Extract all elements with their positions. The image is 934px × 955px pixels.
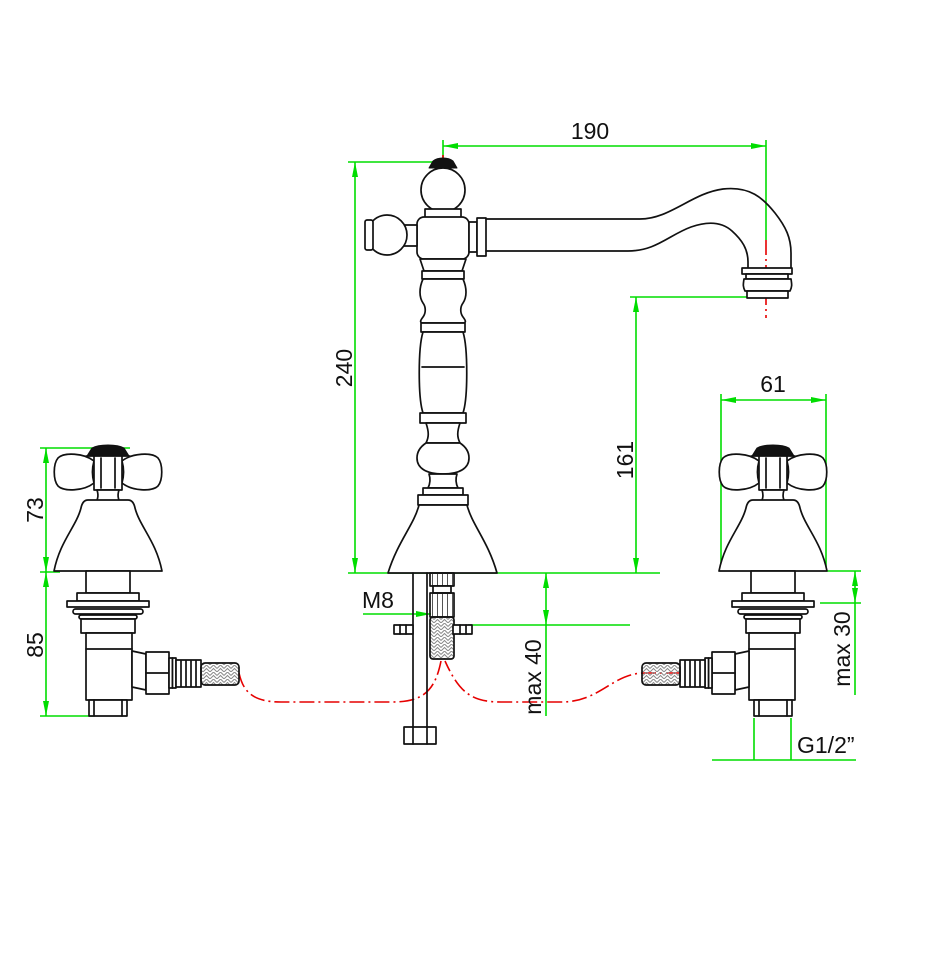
flexible-hose-right — [444, 660, 756, 703]
spout-assembly — [364, 157, 793, 745]
label-max-thickness-side: max 30 — [829, 611, 855, 686]
handle-cap — [86, 444, 130, 457]
label-stud-thread: M8 — [362, 587, 394, 613]
left-valve-assembly — [53, 444, 240, 717]
handle-bell — [53, 499, 163, 572]
label-handle-height: 73 — [22, 497, 48, 523]
label-spout-height: 240 — [331, 349, 357, 387]
handle-wing-right — [121, 453, 163, 491]
fixture-line-art — [53, 157, 828, 745]
dim-max-thickness-side — [820, 570, 861, 695]
spout-underdeck — [393, 572, 473, 745]
spout-cap — [428, 157, 458, 169]
label-inlet-thread: G1/2” — [797, 732, 855, 758]
handle-wing-left — [53, 453, 95, 491]
dimension-labels: 190 240 161 61 73 85 M8 max 40 max 30 G1… — [22, 118, 855, 758]
dim-outlet-height — [630, 296, 747, 573]
label-below-deck-height: 85 — [22, 632, 48, 658]
mounting-washer-right-tab — [452, 624, 473, 635]
label-handle-width: 61 — [760, 371, 786, 397]
braided-hose-end — [200, 662, 240, 686]
inlet-tail — [88, 699, 128, 717]
spout-base-bell — [387, 504, 498, 574]
label-spout-reach: 190 — [571, 118, 609, 144]
hose-stub — [429, 616, 455, 660]
label-max-thickness-center: max 40 — [520, 639, 546, 714]
centerlines-and-hoses — [238, 155, 767, 703]
label-outlet-height: 161 — [612, 441, 638, 479]
dim-max-thickness-center — [468, 573, 630, 716]
spout-column — [416, 258, 470, 506]
right-valve-assembly — [641, 444, 828, 717]
aerator — [741, 267, 793, 299]
dim-inlet-thread-leader — [712, 718, 856, 761]
mounting-washer-left-tab — [393, 624, 414, 635]
dim-below-deck-height — [40, 572, 93, 717]
flexible-hose-left — [238, 660, 442, 703]
valve-underdeck — [66, 570, 240, 717]
